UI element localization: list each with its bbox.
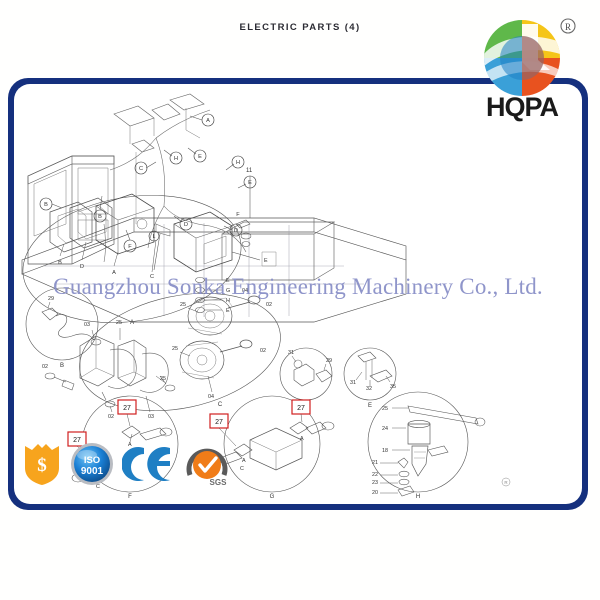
svg-text:C: C	[218, 402, 223, 408]
svg-text:04: 04	[208, 394, 214, 400]
svg-text:27: 27	[73, 437, 81, 444]
svg-text:B: B	[98, 214, 102, 220]
callout-27-F-lower: 27	[67, 431, 95, 463]
svg-text:A: A	[130, 320, 134, 326]
svg-text:H: H	[416, 494, 420, 500]
parts-diagram-svg: A H E C H E D D B B F L	[21, 93, 511, 500]
svg-text:02: 02	[108, 414, 114, 420]
hqpa-logo: R HQPA	[464, 12, 584, 122]
detail-view-C: C	[42, 288, 281, 420]
hqpa-brand-text: HQPA	[486, 92, 559, 122]
ce-mark-badge	[121, 442, 172, 491]
svg-text:C: C	[139, 166, 143, 172]
iso-badge-line2: 9001	[81, 466, 104, 477]
svg-text:E: E	[264, 258, 268, 264]
svg-text:B: B	[44, 202, 48, 208]
svg-text:03: 03	[148, 414, 154, 420]
callout-27-F-upper: 27	[117, 399, 137, 427]
detail-view-E: E 31 32 35	[343, 347, 397, 409]
svg-text:24: 24	[382, 426, 388, 432]
globe-icon	[484, 20, 560, 96]
svg-text:20: 20	[372, 490, 378, 496]
certification-badges: $ ISO 9001	[22, 438, 234, 494]
callout-27-G-lower: 27	[209, 413, 237, 447]
svg-text:G: G	[226, 288, 230, 294]
svg-text:A: A	[112, 270, 116, 276]
check-icon	[198, 455, 218, 473]
svg-text:A: A	[242, 458, 246, 464]
svg-text:31: 31	[350, 380, 356, 386]
detail-view-G: G A AC	[209, 395, 335, 500]
svg-text:29: 29	[326, 358, 332, 364]
svg-text:02: 02	[260, 348, 266, 354]
svg-text:A: A	[206, 118, 210, 124]
money-shield-label: $	[37, 455, 47, 476]
company-watermark: Guangzhou Sonka Engineering Machinery Co…	[53, 274, 543, 299]
svg-text:22: 22	[372, 472, 378, 478]
svg-text:A: A	[300, 436, 304, 442]
svg-text:18: 18	[382, 448, 388, 454]
detail-view-B: B 29	[25, 287, 102, 369]
svg-text:D: D	[80, 264, 84, 270]
svg-text:E: E	[226, 278, 230, 284]
sgs-badge: SGS	[180, 439, 234, 494]
svg-text:A: A	[128, 442, 132, 448]
svg-text:02: 02	[42, 364, 48, 370]
iso-9001-badge: ISO 9001	[70, 442, 114, 491]
svg-text:R: R	[565, 22, 571, 32]
svg-text:35: 35	[390, 384, 396, 390]
svg-text:02: 02	[266, 302, 272, 308]
svg-text:H: H	[236, 160, 240, 166]
svg-text:C: C	[150, 274, 154, 280]
svg-text:B: B	[58, 260, 62, 266]
svg-text:25: 25	[160, 376, 166, 382]
diagram-canvas: A H E C H E D D B B F L	[14, 84, 582, 504]
svg-text:H: H	[174, 156, 178, 162]
svg-text:25: 25	[382, 406, 388, 412]
svg-text:D: D	[184, 222, 188, 228]
svg-text:27: 27	[215, 419, 223, 426]
iso-badge-line1: ISO	[84, 455, 100, 466]
svg-text:E: E	[226, 308, 230, 314]
svg-text:32: 32	[366, 386, 372, 392]
svg-text:F: F	[128, 494, 132, 500]
svg-text:27: 27	[297, 405, 305, 412]
svg-text:R: R	[504, 480, 508, 485]
detail-view-A: A	[22, 168, 268, 326]
svg-text:25: 25	[172, 346, 178, 352]
callout-27-G-upper: 27	[291, 399, 311, 423]
detail-view-H: H	[367, 391, 486, 500]
detail-view-F: F A AC 27	[67, 395, 179, 500]
registered-mark-icon: R	[560, 18, 576, 34]
sgs-badge-label: SGS	[210, 478, 228, 487]
excavator-illustration	[21, 93, 407, 323]
machine-callout-letters: A H E C H E D D B B F L	[39, 113, 257, 253]
svg-text:21: 21	[372, 460, 378, 466]
svg-text:E: E	[198, 154, 202, 160]
svg-text:C: C	[240, 466, 244, 472]
svg-text:D: D	[234, 228, 238, 234]
page-title: ELECTRIC PARTS (4)	[239, 22, 361, 33]
svg-text:25: 25	[116, 320, 122, 326]
svg-text:11: 11	[246, 168, 253, 174]
svg-text:31: 31	[288, 350, 294, 356]
svg-text:23: 23	[372, 480, 378, 486]
svg-text:F: F	[128, 244, 132, 250]
svg-text:27: 27	[123, 405, 131, 412]
svg-text:25: 25	[180, 302, 186, 308]
svg-text:C: C	[96, 484, 100, 490]
svg-text:03: 03	[84, 322, 90, 328]
svg-text:F: F	[236, 212, 240, 218]
svg-text:E: E	[368, 403, 372, 409]
money-shield-badge: $	[22, 442, 62, 491]
svg-text:04: 04	[242, 288, 248, 294]
svg-text:B: B	[60, 363, 64, 369]
svg-text:G: G	[270, 494, 275, 500]
svg-text:29: 29	[48, 296, 54, 302]
